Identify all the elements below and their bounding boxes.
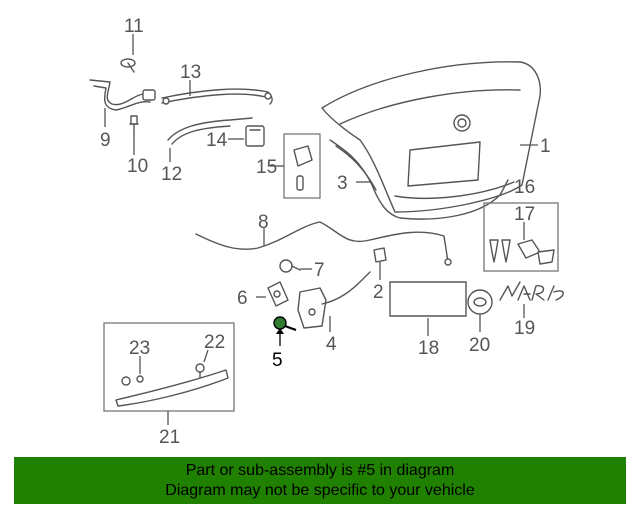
garnish-21-part[interactable] <box>115 369 229 407</box>
callout-11: 11 <box>124 16 144 37</box>
weatherstrip-part[interactable] <box>329 139 509 220</box>
callout-7: 7 <box>314 260 325 281</box>
emblem-20-part[interactable] <box>467 289 493 315</box>
switch-2-part[interactable] <box>373 247 387 263</box>
callout-13: 13 <box>180 62 201 83</box>
bolt-7-part[interactable] <box>279 259 301 273</box>
callout-5: 5 <box>272 350 283 371</box>
callout-21: 21 <box>159 427 180 448</box>
callout-18: 18 <box>418 338 439 359</box>
nameplate-19-part[interactable] <box>499 281 564 301</box>
callout-10: 10 <box>127 156 148 177</box>
callout-1: 1 <box>540 136 551 157</box>
clip-22-part[interactable] <box>195 363 205 379</box>
callout-15: 15 <box>256 157 277 178</box>
license-plate-18-part[interactable] <box>389 281 467 317</box>
part-21-box <box>103 322 235 412</box>
release-cable-8-part[interactable] <box>195 221 452 266</box>
bracket-6-part[interactable] <box>267 281 289 307</box>
callout-23: 23 <box>129 338 150 359</box>
callout-20: 20 <box>469 335 490 356</box>
torsion-bar-13-part[interactable] <box>161 88 273 105</box>
callout-22: 22 <box>204 332 225 353</box>
callout-9: 9 <box>100 130 111 151</box>
lock-assembly-4-part[interactable] <box>297 271 371 329</box>
hinge-9-part[interactable] <box>89 79 156 111</box>
part-16-box <box>483 202 559 272</box>
callout-4: 4 <box>326 334 337 355</box>
callout-19: 19 <box>514 318 535 339</box>
callout-5-arrow-icon <box>276 328 284 334</box>
callout-12: 12 <box>161 164 182 185</box>
bolt-11-part[interactable] <box>120 58 136 73</box>
trunk-lid-parts-diagram: 1 3 11 9 10 <box>89 16 564 448</box>
highlighted-part-5[interactable] <box>273 316 297 332</box>
callout-2: 2 <box>373 282 384 303</box>
callout-6: 6 <box>237 288 248 309</box>
footer-line-2: Diagram may not be specific to your vehi… <box>165 481 475 499</box>
cushion-14-part[interactable] <box>245 125 265 147</box>
rod-12-part[interactable] <box>167 117 253 145</box>
callout-17: 17 <box>514 204 535 225</box>
trunk-lid-part[interactable] <box>321 61 542 213</box>
footer-banner: Part or sub-assembly is #5 in diagram Di… <box>14 457 626 504</box>
screw-23-part[interactable] <box>121 375 144 386</box>
callout-16: 16 <box>514 177 535 198</box>
bolt-10-part[interactable] <box>129 115 139 135</box>
callout-8: 8 <box>258 212 269 233</box>
lamp-15-part[interactable] <box>293 145 313 191</box>
footer-line-1: Part or sub-assembly is #5 in diagram <box>185 461 455 479</box>
key-cylinder-17-part[interactable] <box>489 239 555 265</box>
callout-14: 14 <box>206 130 228 151</box>
callout-3: 3 <box>337 173 348 194</box>
